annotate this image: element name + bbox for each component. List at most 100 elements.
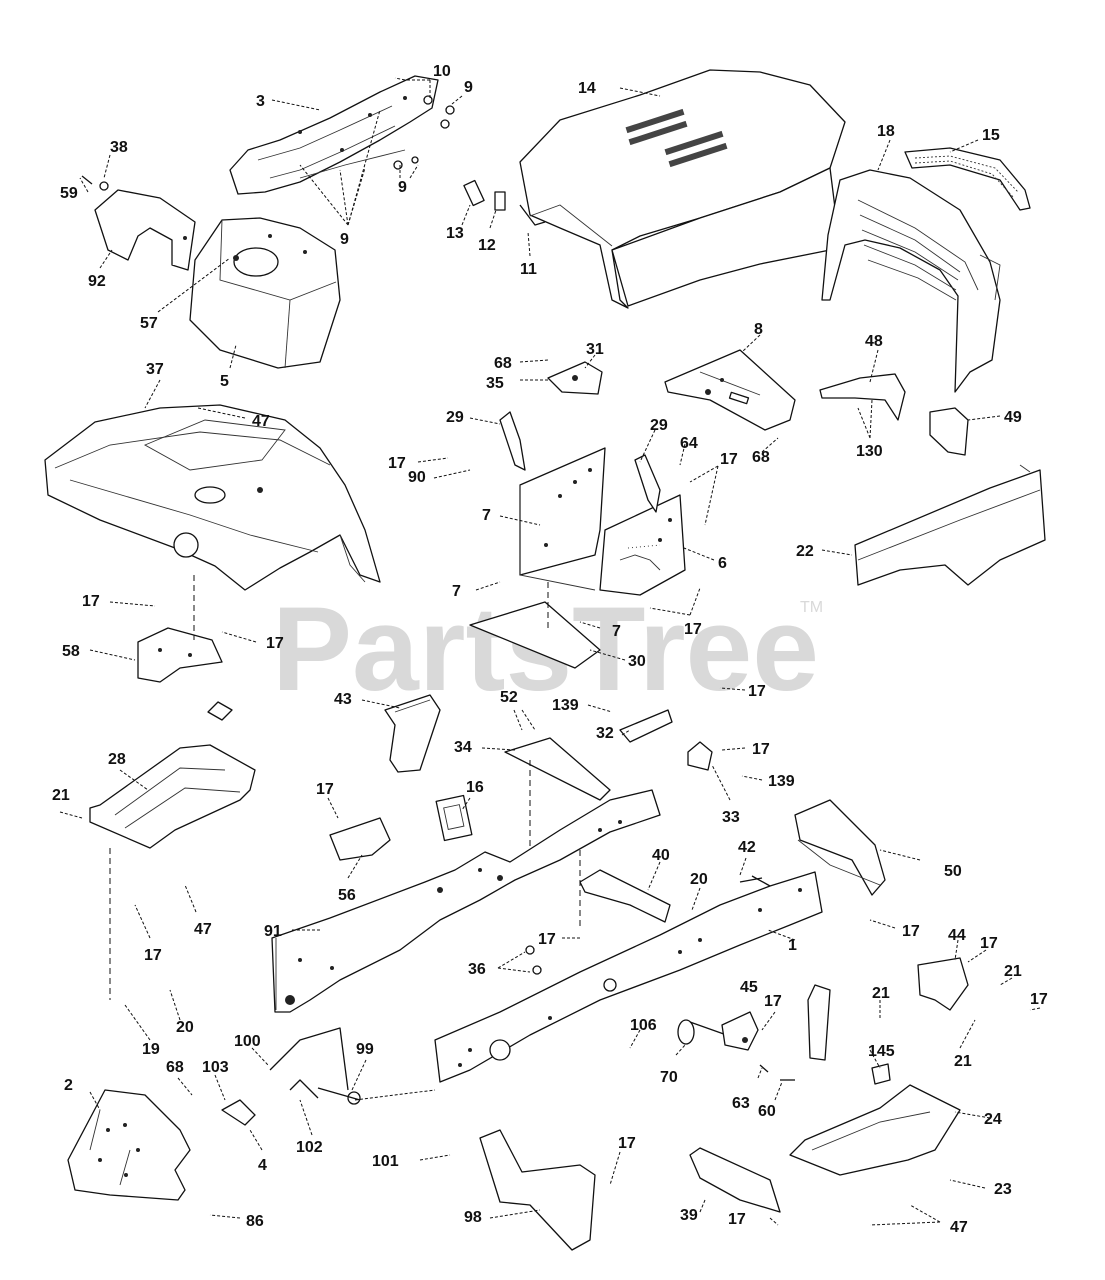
callout-17i: 17 <box>902 923 920 940</box>
callout-52: 52 <box>500 689 518 706</box>
part-18-grille-frame <box>821 169 1001 393</box>
callout-31: 31 <box>586 341 604 358</box>
callout-56: 56 <box>338 887 356 904</box>
callout-50: 50 <box>944 863 962 880</box>
callout-12: 12 <box>478 237 496 254</box>
callout-103: 103 <box>202 1059 229 1076</box>
callout-60: 60 <box>758 1103 776 1120</box>
callout-6: 6 <box>718 555 727 572</box>
callout-44: 44 <box>948 927 966 944</box>
part-39-bracket <box>689 1147 781 1213</box>
part-49-bracket <box>929 407 969 456</box>
callout-17k: 17 <box>538 931 556 948</box>
callout-70: 70 <box>660 1069 678 1086</box>
part-15-grille-insert <box>904 147 1031 211</box>
callout-17g: 17 <box>752 741 770 758</box>
callout-99: 99 <box>356 1041 374 1058</box>
part-145-nut <box>871 1063 891 1085</box>
part-50-bracket <box>794 799 886 896</box>
callout-17p: 17 <box>728 1211 746 1228</box>
callout-32: 32 <box>596 725 614 742</box>
callout-36: 36 <box>468 961 486 978</box>
callout-17d: 17 <box>82 593 100 610</box>
callout-48: 48 <box>865 333 883 350</box>
callout-57: 57 <box>140 315 158 332</box>
callout-3: 3 <box>256 93 265 110</box>
part-30-plate <box>469 582 601 669</box>
part-22-side-panel <box>854 464 1046 586</box>
callout-18: 18 <box>877 123 895 140</box>
callout-5: 5 <box>220 373 229 390</box>
callout-64: 64 <box>680 435 698 452</box>
part-29-brackets <box>499 411 661 513</box>
callout-34: 34 <box>454 739 472 756</box>
callout-68a: 68 <box>494 355 512 372</box>
part-34-bar <box>504 737 611 850</box>
part-60-63-hardware <box>759 1064 795 1081</box>
callout-10: 10 <box>433 63 451 80</box>
callout-21a: 21 <box>52 787 70 804</box>
parts-11-12-13-hinge <box>463 179 546 226</box>
part-44-bracket <box>917 957 969 1011</box>
callout-11: 11 <box>520 261 537 278</box>
callout-4: 4 <box>258 1157 267 1174</box>
callout-20b: 20 <box>176 1019 194 1036</box>
hardware-38-59 <box>81 175 109 191</box>
callout-101: 101 <box>372 1153 399 1170</box>
part-91-frame-left <box>271 789 661 1013</box>
callout-17e: 17 <box>266 635 284 652</box>
callout-58: 58 <box>62 643 80 660</box>
callout-47a: 47 <box>252 413 270 430</box>
part-6-dash-tower <box>519 447 686 596</box>
callout-17h: 17 <box>316 781 334 798</box>
part-58-bracket <box>137 627 233 721</box>
callout-7a: 7 <box>482 507 491 524</box>
callout-23: 23 <box>994 1181 1012 1198</box>
callout-91: 91 <box>264 923 282 940</box>
callout-35: 35 <box>486 375 504 392</box>
callout-139a: 139 <box>552 697 579 714</box>
callout-17f: 17 <box>748 683 766 700</box>
callout-47b: 47 <box>194 921 212 938</box>
callout-17o: 17 <box>618 1135 636 1152</box>
callout-39: 39 <box>680 1207 698 1224</box>
part-31-plate <box>547 361 603 395</box>
callout-17m: 17 <box>1030 991 1048 1008</box>
callout-7c: 7 <box>612 623 621 640</box>
part-32-bracket <box>619 709 673 743</box>
callout-8: 8 <box>754 321 763 338</box>
callout-13: 13 <box>446 225 464 242</box>
callout-20a: 20 <box>690 871 708 888</box>
hitch-link <box>807 984 831 1061</box>
callout-43: 43 <box>334 691 352 708</box>
part-28-footrest <box>89 744 256 1000</box>
callout-9b: 9 <box>398 179 407 196</box>
part-99-rod <box>269 1027 361 1105</box>
part-33-bracket <box>687 741 713 771</box>
callout-63: 63 <box>732 1095 750 1112</box>
callout-17b: 17 <box>720 451 738 468</box>
callout-106: 106 <box>630 1017 657 1034</box>
part-92-bracket <box>94 189 196 271</box>
callout-7b: 7 <box>452 583 461 600</box>
part-98-bracket <box>479 1129 596 1251</box>
callout-130: 130 <box>856 443 883 460</box>
callout-30: 30 <box>628 653 646 670</box>
callout-15: 15 <box>982 127 1000 144</box>
callout-1: 1 <box>788 937 797 954</box>
part-43-bracket <box>384 694 441 773</box>
callout-9c: 9 <box>340 231 349 248</box>
part-5-fuel-tank-cover <box>189 217 341 369</box>
callout-19: 19 <box>142 1041 160 1058</box>
callout-49: 49 <box>1004 409 1022 426</box>
callout-17j: 17 <box>144 947 162 964</box>
callout-16: 16 <box>466 779 484 796</box>
callout-68b: 68 <box>752 449 770 466</box>
callout-17a: 17 <box>388 455 406 472</box>
callout-21d: 21 <box>954 1053 972 1070</box>
callout-59: 59 <box>60 185 78 202</box>
callout-45: 45 <box>740 979 758 996</box>
hardware-9-10 <box>393 95 455 170</box>
callout-68c: 68 <box>166 1059 184 1076</box>
callout-90: 90 <box>408 469 426 486</box>
